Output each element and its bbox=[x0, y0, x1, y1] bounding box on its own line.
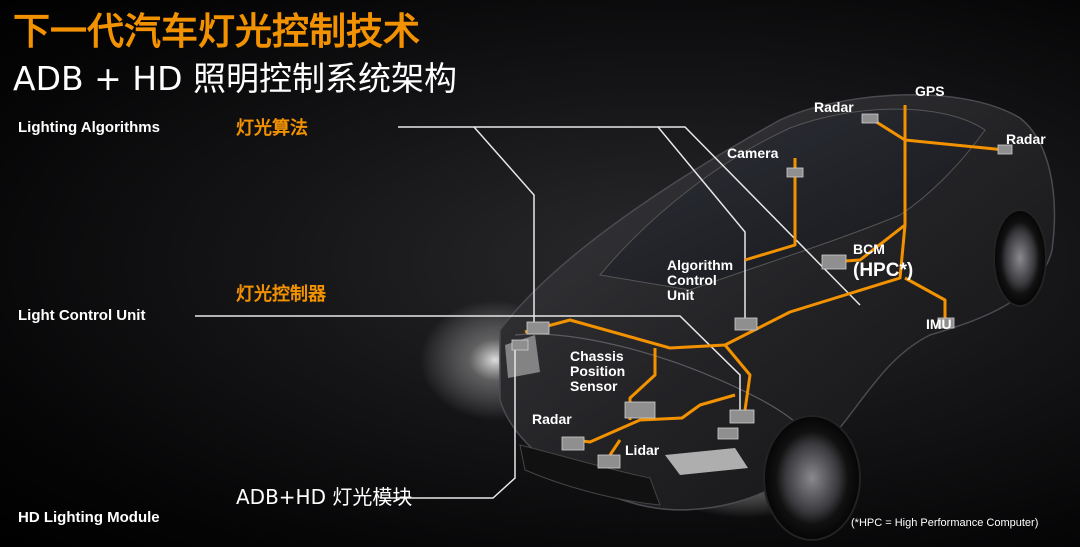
lighting-algorithms-label: Lighting Algorithms bbox=[18, 119, 160, 136]
algorithm-control-unit-module bbox=[734, 317, 758, 331]
car-grille bbox=[519, 444, 661, 506]
hd-lighting-module-cn-label: ADB+HD 灯光模块 bbox=[236, 485, 413, 509]
page-subtitle: ADB + HD 照明控制系统架构 bbox=[13, 59, 457, 98]
right-headlight bbox=[665, 448, 748, 475]
chassis-sensor-module bbox=[624, 401, 656, 419]
radar-front-label: Radar bbox=[532, 411, 572, 427]
radar-top-module bbox=[861, 113, 879, 124]
component-boxes bbox=[511, 113, 1013, 469]
rear-wheel bbox=[993, 209, 1047, 307]
hd-lighting-module-label: HD Lighting Module bbox=[18, 509, 160, 526]
bcm-label: BCM bbox=[853, 241, 885, 257]
gps-label: GPS bbox=[915, 83, 945, 99]
light-control-unit-module bbox=[526, 321, 550, 335]
radar-top-label: Radar bbox=[814, 99, 854, 115]
lidar-label: Lidar bbox=[625, 442, 660, 458]
footnote: (*HPC = High Performance Computer) bbox=[851, 517, 1039, 529]
camera-label: Camera bbox=[727, 145, 779, 161]
chassis-position-sensor-label: Chassis Position Sensor bbox=[570, 348, 626, 394]
imu-label: IMU bbox=[926, 316, 952, 332]
page-title: 下一代汽车灯光控制技术 bbox=[13, 10, 420, 53]
bcm-module bbox=[821, 254, 847, 270]
radar-front-module bbox=[561, 436, 585, 451]
lighting-algorithms-cn-label: 灯光算法 bbox=[236, 118, 308, 139]
front-wheel bbox=[763, 415, 861, 541]
imu-module bbox=[937, 317, 955, 329]
left-lighting-module bbox=[511, 339, 529, 351]
car-windshield bbox=[599, 108, 986, 291]
right-lighting-module bbox=[729, 409, 755, 424]
light-control-unit-cn-label: 灯光控制器 bbox=[236, 284, 326, 305]
algorithm-control-unit-label: Algorithm Control Unit bbox=[667, 257, 734, 303]
radar-right-label: Radar bbox=[1006, 131, 1046, 147]
right-lighting-module-2 bbox=[717, 427, 739, 440]
light-control-unit-label: Light Control Unit bbox=[18, 307, 146, 324]
camera-module bbox=[786, 167, 804, 178]
hpc-label: (HPC*) bbox=[853, 260, 914, 281]
radar-right-module bbox=[997, 144, 1013, 155]
lidar-module bbox=[597, 454, 621, 469]
